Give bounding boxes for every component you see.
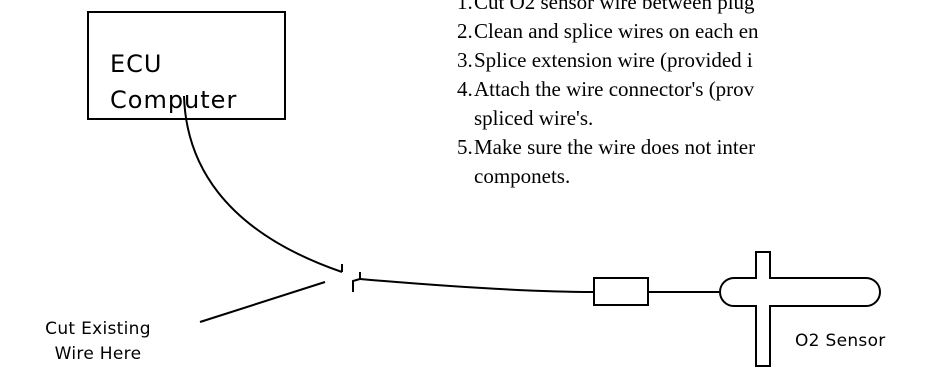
instruction-number: 3.: [457, 48, 473, 72]
instruction-number: 2.: [457, 19, 473, 43]
instruction-text: componets.: [474, 164, 571, 188]
instruction-number: 4.: [457, 77, 473, 101]
instruction-item-continuation: spliced wire's.: [458, 104, 759, 133]
instruction-item: 2. Clean and splice wires on each en: [457, 17, 759, 46]
instruction-text: Make sure the wire does not inter: [474, 135, 756, 159]
ecu-box: [87, 11, 286, 120]
wire-connector: [593, 277, 649, 306]
instruction-item-continuation: componets.: [458, 162, 759, 191]
instruction-text: spliced wire's.: [474, 106, 594, 130]
instruction-text: Splice extension wire (provided i: [474, 48, 753, 72]
instruction-text: Attach the wire connector's (prov: [474, 77, 755, 101]
cut-pointer-line: [199, 281, 326, 323]
cut-wire-label: Cut Existing Wire Here: [0, 317, 196, 367]
o2-sensor-label: O2 Sensor: [795, 331, 886, 351]
instruction-item: 5. Make sure the wire does not inter: [457, 133, 759, 162]
ecu-label-line1: ECU: [110, 50, 163, 78]
cut-mark-lower: [352, 272, 361, 292]
instruction-number: 1.: [457, 0, 473, 14]
instructions-list: 1. Cut O2 sensor wire between plug 2. Cl…: [457, 0, 759, 191]
instruction-item: 4. Attach the wire connector's (prov: [457, 75, 759, 104]
instruction-item: 1. Cut O2 sensor wire between plug: [457, 0, 759, 17]
ecu-label-line2: Computer: [110, 86, 238, 114]
instruction-number: 5.: [457, 135, 473, 159]
cut-wire-label-line2: Wire Here: [54, 344, 142, 364]
instruction-text: Clean and splice wires on each en: [474, 19, 759, 43]
ecu-wire: [183, 95, 343, 273]
cut-wire-label-line1: Cut Existing: [45, 319, 151, 339]
sensor-wire: [359, 278, 595, 293]
o2-sensor-body: [719, 251, 881, 367]
instruction-text: Cut O2 sensor wire between plug: [474, 0, 755, 14]
instruction-item: 3. Splice extension wire (provided i: [457, 46, 759, 75]
